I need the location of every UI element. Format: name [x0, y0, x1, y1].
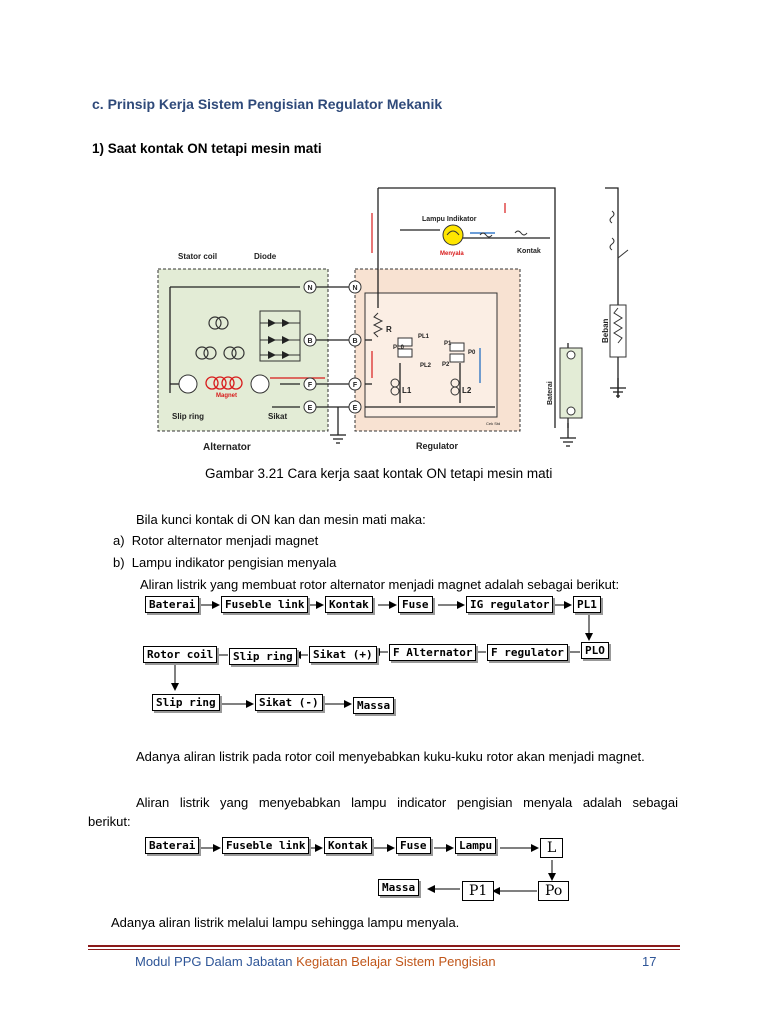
label-p1: P1 [444, 341, 452, 347]
label-pl1: PL1 [418, 334, 430, 340]
label-cek: Cek Std [486, 421, 500, 426]
flow1-node-massa: Massa [353, 697, 395, 714]
battery-icon [559, 347, 583, 419]
label-alternator: Alternator [203, 442, 251, 453]
list-marker: b) [113, 555, 125, 570]
footer-module-title: Modul PPG Dalam Jabatan Kegiatan Belajar… [135, 954, 496, 969]
flow2-node-massa: Massa [378, 879, 420, 896]
flow1-node-sikat-plus: Sikat (+) [309, 646, 377, 663]
label-menyala: Menyala [440, 251, 464, 257]
list-marker: a) [113, 533, 125, 548]
charging-circuit-diagram: Stator coil Diode Lampu Indikator Menyal… [157, 187, 629, 453]
terminal-f-alt: F [308, 382, 313, 389]
label-pl2: PL2 [420, 363, 432, 369]
intro-text: Bila kunci kontak di ON kan dan mesin ma… [136, 512, 426, 527]
flow1-intro: Aliran listrik yang membuat rotor altern… [140, 577, 620, 592]
flow1-node-kontak: Kontak [325, 596, 373, 613]
flow1-node-sikat-minus: Sikat (-) [255, 694, 323, 711]
label-lampu-indikator: Lampu Indikator [422, 216, 477, 223]
regulator-inner [364, 292, 498, 418]
flow2-intro-line2: berikut: [88, 814, 131, 829]
flow2-node-kontak: Kontak [324, 837, 372, 854]
label-diode: Diode [254, 252, 277, 261]
flow1-node-baterai: Baterai [145, 596, 200, 613]
flow2-intro-line1: Aliran listrik yang menyebabkan lampu in… [136, 795, 678, 810]
footer-rule-thick [88, 945, 680, 947]
terminal-n-alt: N [307, 285, 312, 292]
terminal-n-reg: N [352, 285, 357, 292]
list-text: Rotor alternator menjadi magnet [131, 533, 319, 548]
flow1-node-rotor-coil: Rotor coil [143, 646, 218, 663]
list-item-b: b) Lampu indikator pengisian menyala [113, 553, 336, 572]
footer-module-name: Modul PPG Dalam Jabatan [135, 954, 297, 969]
flow1-node-ig-regulator: IG regulator [466, 596, 554, 613]
terminal-f-reg: F [353, 382, 358, 389]
label-baterai: Baterai [547, 381, 554, 405]
lamp-icon [442, 224, 464, 246]
label-p2: P2 [442, 362, 450, 368]
flow2-node-l: L [540, 838, 564, 858]
label-sikat: Sikat [268, 412, 287, 421]
flow1-node-plo: PLO [581, 642, 609, 659]
label-beban: Beban [601, 318, 610, 343]
label-r: R [386, 325, 392, 334]
figure-caption: Gambar 3.21 Cara kerja saat kontak ON te… [205, 466, 553, 481]
flow1-node-f-alternator: F Alternator [389, 644, 477, 661]
terminal-e-reg: E [353, 405, 358, 412]
para-lampu: Adanya aliran listrik melalui lampu sehi… [111, 915, 460, 930]
label-l2: L2 [462, 386, 472, 395]
label-regulator: Regulator [416, 441, 459, 451]
list-item-a: a) Rotor alternator menjadi magnet [113, 531, 318, 550]
flow1-node-fuseble-link: Fuseble link [221, 596, 309, 613]
footer-rule-thin [88, 949, 680, 950]
flow1-node-slip-ring: Slip ring [229, 648, 297, 665]
terminal-b-alt: B [307, 338, 312, 345]
flow2-node-fuse: Fuse [396, 837, 431, 854]
label-magnet: Magnet [216, 393, 237, 399]
section-title: c. Prinsip Kerja Sistem Pengisian Regula… [92, 96, 443, 112]
label-stator-coil: Stator coil [178, 252, 217, 261]
flow1-node-f-regulator: F regulator [487, 644, 568, 661]
label-p0: P0 [468, 350, 476, 356]
flow2-node-baterai: Baterai [145, 837, 200, 854]
flow1-node-slip-ring-2: Slip ring [152, 694, 220, 711]
label-slip-ring: Slip ring [172, 412, 204, 421]
terminal-b-reg: B [352, 338, 357, 345]
label-kontak: Kontak [517, 248, 541, 255]
sub-title: 1) Saat kontak ON tetapi mesin mati [92, 141, 322, 156]
flow1-node-pl1: PL1 [573, 596, 601, 613]
footer-activity-name: Kegiatan Belajar Sistem Pengisian [296, 954, 496, 969]
flow2-node-fuseble-link: Fuseble link [222, 837, 310, 854]
para-magnet: Adanya aliran listrik pada rotor coil me… [136, 749, 645, 764]
flow2-node-lampu: Lampu [455, 837, 497, 854]
label-l1: L1 [402, 386, 412, 395]
flow1-node-fuse: Fuse [398, 596, 433, 613]
flow2-node-p1: P1 [462, 881, 495, 901]
flow2-node-po: Po [538, 881, 570, 901]
label-pl0: PL0 [393, 345, 405, 351]
page-number: 17 [642, 954, 657, 969]
terminal-e-alt: E [308, 405, 313, 412]
list-text: Lampu indikator pengisian menyala [131, 555, 337, 570]
